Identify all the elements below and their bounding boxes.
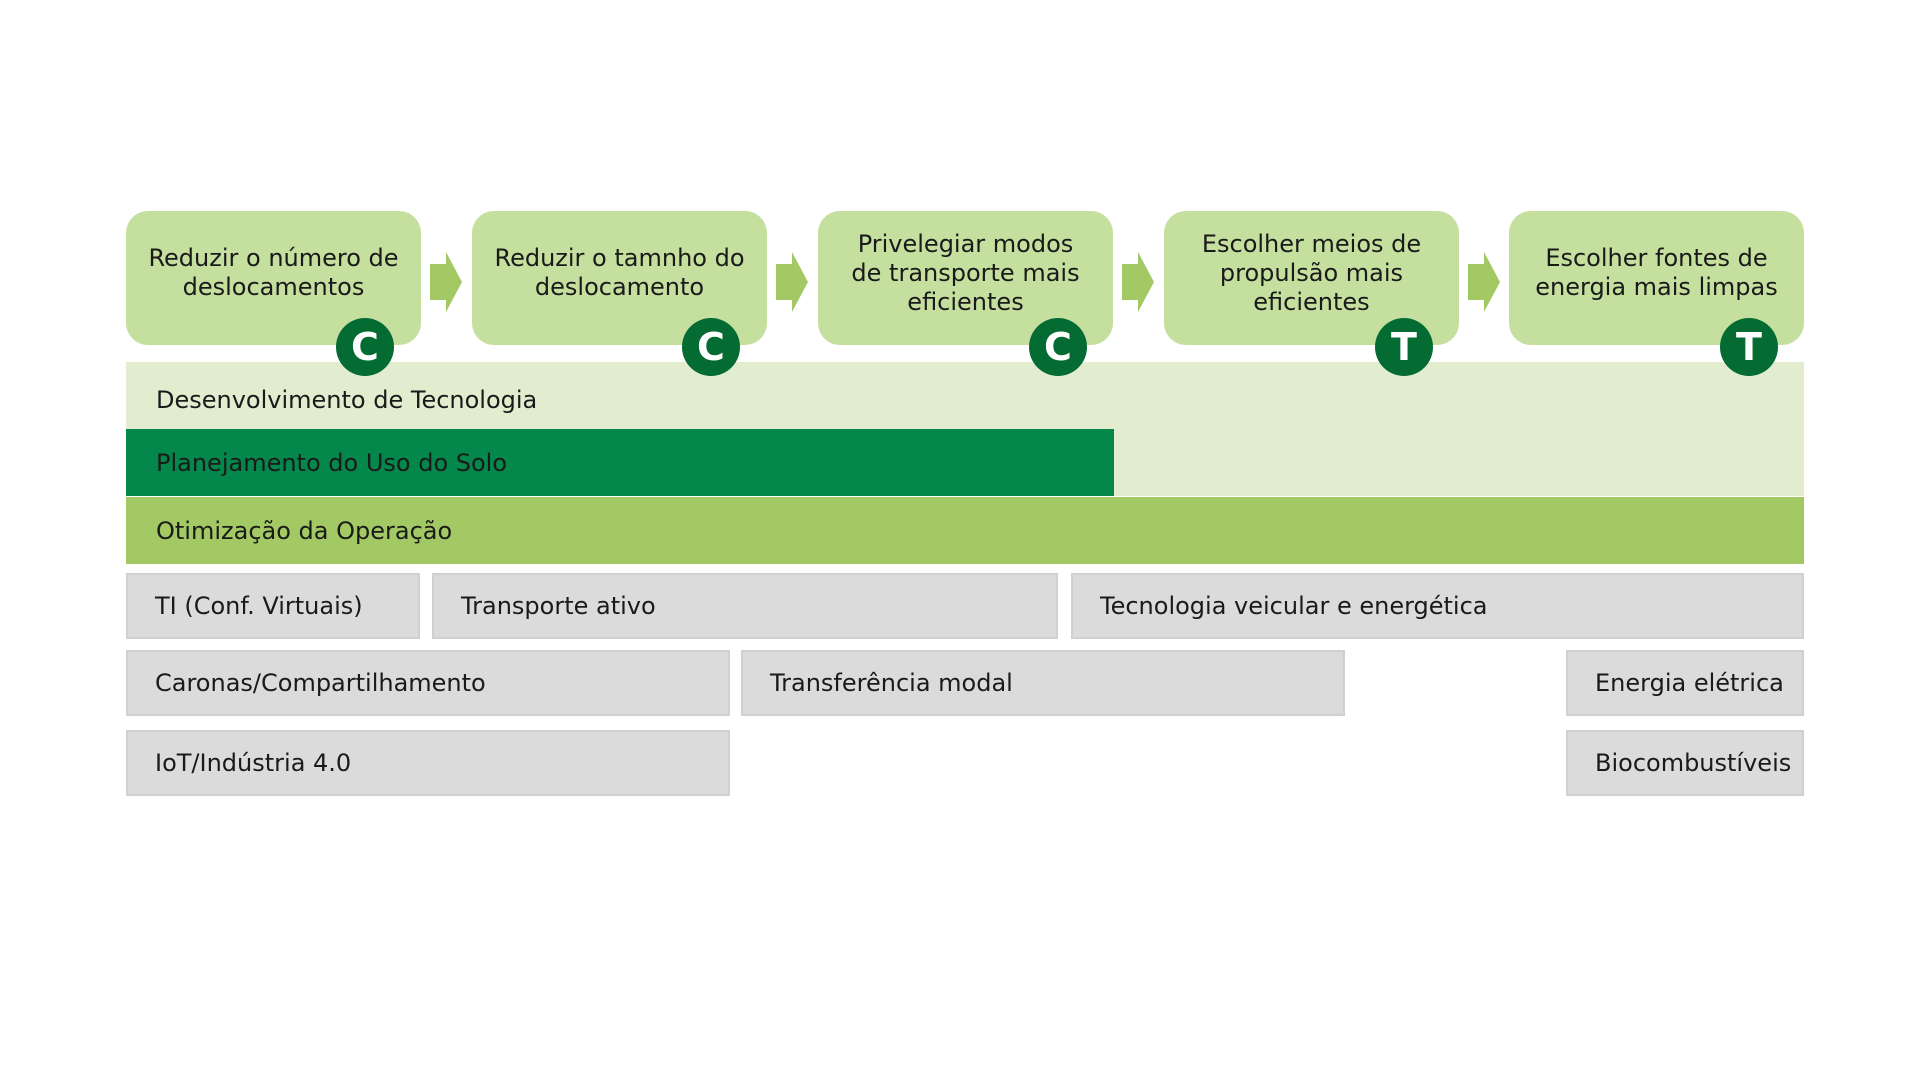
box-energia-eletrica: Energia elétrica [1566, 650, 1804, 716]
box-label: Biocombustíveis [1595, 749, 1792, 777]
band-label: Otimização da Operação [156, 516, 453, 545]
band-planejamento-uso-solo: Planejamento do Uso do Solo [126, 429, 1114, 496]
badge-c: C [1029, 318, 1087, 376]
box-label: Energia elétrica [1595, 669, 1784, 697]
badge-c: C [336, 318, 394, 376]
box-iot-industria: IoT/Indústria 4.0 [126, 730, 730, 796]
band-otimizacao-operacao: Otimização da Operação [126, 497, 1804, 564]
chevron-right-icon [1468, 252, 1500, 312]
box-tecnologia-veicular: Tecnologia veicular e energética [1071, 573, 1804, 639]
chevron-right-icon [1122, 252, 1154, 312]
box-ti-conf-virtuais: TI (Conf. Virtuais) [126, 573, 420, 639]
step-privilegiar-modos: Privelegiar modos de transporte mais efi… [818, 211, 1113, 345]
box-transporte-ativo: Transporte ativo [432, 573, 1058, 639]
band-label: Planejamento do Uso do Solo [156, 448, 508, 477]
box-label: TI (Conf. Virtuais) [155, 592, 363, 620]
box-label: Transferência modal [770, 669, 1013, 697]
step-reduzir-numero: Reduzir o número de deslocamentos [126, 211, 421, 345]
band-label: Desenvolvimento de Tecnologia [156, 386, 538, 414]
chevron-right-icon [776, 252, 808, 312]
badge-t: T [1720, 318, 1778, 376]
badge-c: C [682, 318, 740, 376]
box-label: IoT/Indústria 4.0 [155, 749, 352, 777]
box-biocombustiveis: Biocombustíveis [1566, 730, 1804, 796]
box-transferencia-modal: Transferência modal [741, 650, 1345, 716]
box-caronas-compartilhamento: Caronas/Compartilhamento [126, 650, 730, 716]
box-label: Transporte ativo [461, 592, 656, 620]
badge-t: T [1375, 318, 1433, 376]
chevron-right-icon [430, 252, 462, 312]
box-label: Tecnologia veicular e energética [1100, 592, 1488, 620]
box-label: Caronas/Compartilhamento [155, 669, 486, 697]
